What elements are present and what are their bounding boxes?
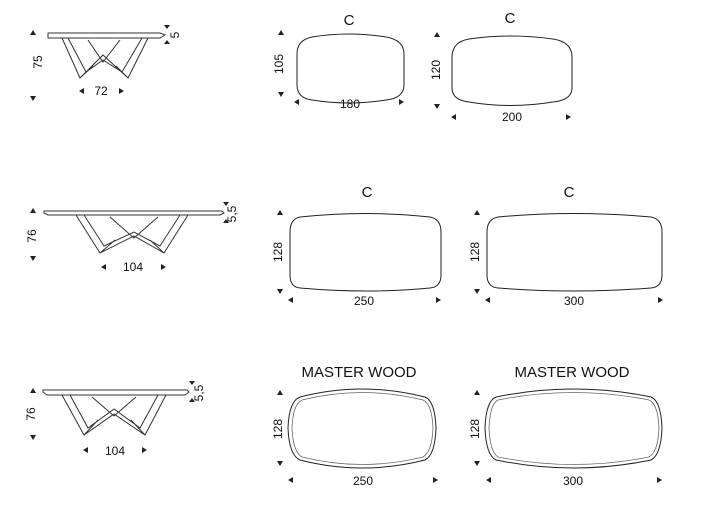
length-label: 250 [353,474,373,488]
shape-title: C [505,10,516,27]
length-label: 300 [563,474,583,488]
table-top-outline [287,388,437,469]
top-view-r2-b: C 128 300 [468,184,663,308]
table-top-bevel [291,392,434,465]
base-width-label: 104 [105,444,125,458]
length-label: 300 [564,294,584,308]
depth-label: 128 [468,242,482,262]
shape-title: C [564,184,575,201]
shape-title: MASTER WOOD [515,364,630,381]
length-label: 180 [340,97,360,111]
height-label: 76 [24,407,38,421]
depth-label: 128 [468,419,482,439]
table-base-profile [75,214,189,254]
height-label: 76 [25,229,39,243]
table-top-bevel [488,392,660,465]
depth-label: 105 [272,54,286,74]
top-view-r1-a: C 105 180 [272,12,405,111]
base-width-label: 72 [94,84,108,98]
table-top-outline [296,33,405,104]
shape-title: MASTER WOOD [302,364,417,381]
table-top-outline [486,213,663,292]
top-view-r1-b: C 120 200 [429,10,573,124]
height-label: 75 [31,55,45,69]
top-view-r2-a: C 128 250 [271,184,442,308]
thickness-label: 5,5 [192,384,206,401]
top-view-r3-a: MASTER WOOD 128 250 [271,364,438,488]
table-top-outline [451,35,573,106]
depth-label: 120 [429,60,443,80]
length-label: 200 [502,110,522,124]
table-top-outline [484,388,663,469]
thickness-arrows [164,25,170,44]
depth-label: 128 [271,419,285,439]
table-top-profile [43,210,225,216]
side-view-row-3: 76 5,5 104 [24,381,206,458]
length-label: 250 [354,294,374,308]
table-top-outline [289,213,442,292]
thickness-label: 5,5 [225,205,239,222]
top-view-r3-b: MASTER WOOD 128 300 [468,364,663,488]
depth-label: 128 [271,242,285,262]
side-view-row-2: 76 5,5 104 [25,202,239,274]
table-base-profile [61,394,167,436]
base-width-label: 104 [123,260,143,274]
side-view-row-1: 75 5 72 [30,25,182,101]
table-base-profile [61,37,149,79]
base-width-arrows [79,88,124,94]
table-top-profile [42,389,190,396]
thickness-label: 5 [168,31,182,38]
shape-title: C [362,184,373,201]
table-top-profile [47,32,167,39]
shape-title: C [344,12,355,29]
